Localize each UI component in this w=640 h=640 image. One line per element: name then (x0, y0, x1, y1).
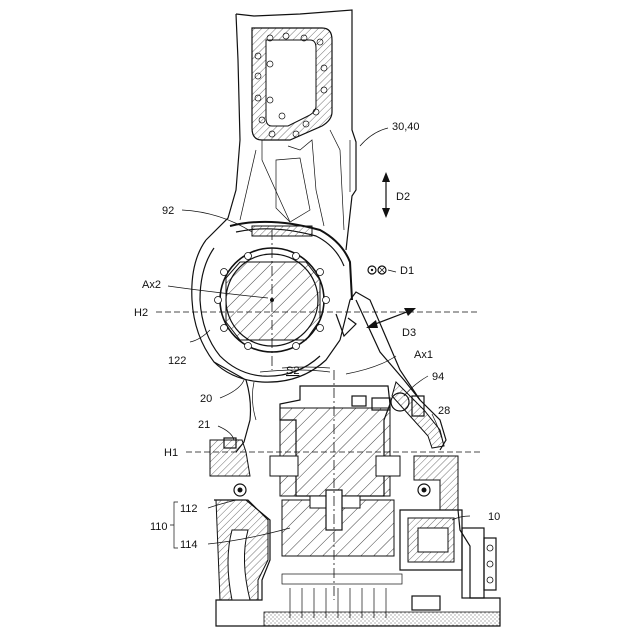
gear-wheel-122 (215, 248, 330, 352)
label-ax2: Ax2 (142, 279, 161, 291)
label-d3: D3 (402, 327, 416, 339)
label-110: 110 (150, 521, 168, 533)
label-20: 20 (200, 393, 212, 405)
label-ax1: Ax1 (414, 349, 433, 361)
label-21: 21 (198, 419, 210, 431)
arrow-d3 (366, 308, 416, 328)
label-122: 122 (168, 355, 186, 367)
label-112: 112 (180, 503, 198, 515)
label-92: 92 (162, 205, 174, 217)
label-s2: S2 (286, 365, 299, 377)
label-114: 114 (180, 539, 198, 551)
label-h2: H2 (134, 307, 148, 319)
label-28: 28 (438, 405, 450, 417)
label-30-40: 30,40 (392, 121, 420, 133)
label-10: 10 (488, 511, 500, 523)
arrow-d1-symbol (368, 266, 386, 274)
label-d2: D2 (396, 191, 410, 203)
arrow-d2 (382, 172, 390, 218)
label-94: 94 (432, 371, 444, 383)
label-h1: H1 (164, 447, 178, 459)
upper-arm-30-40 (206, 10, 356, 250)
reducer-body (270, 386, 400, 496)
label-d1: D1 (400, 265, 414, 277)
